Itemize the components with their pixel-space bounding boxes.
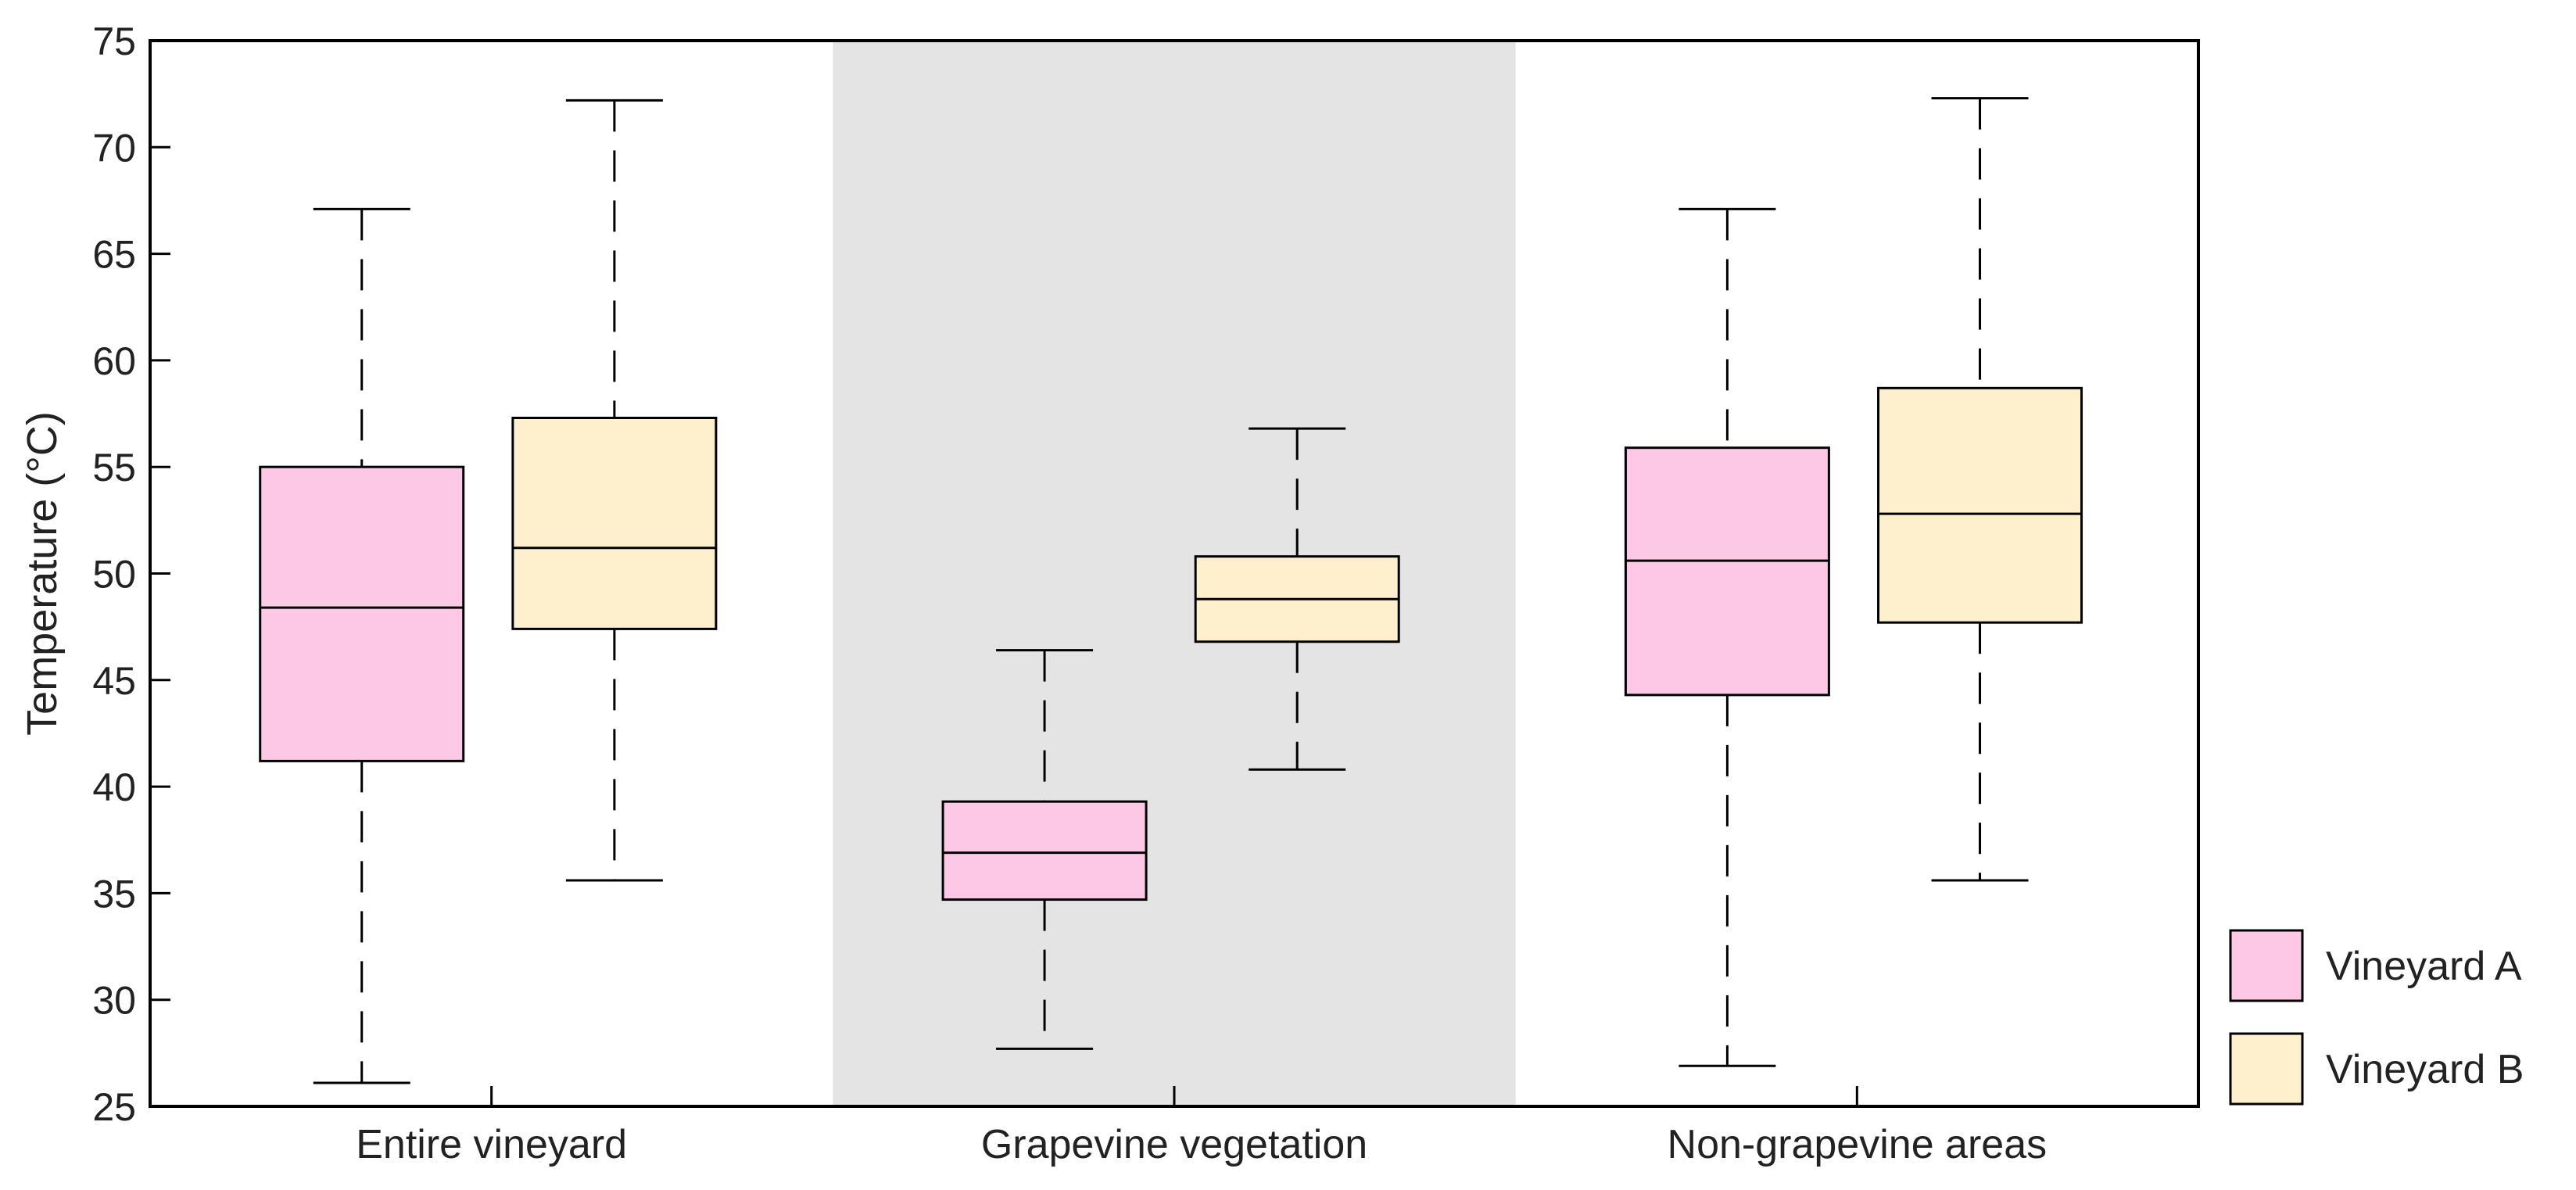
iqr-box [511, 417, 718, 630]
box-b [1877, 97, 2083, 882]
y-tick-label: 75 [92, 20, 136, 63]
iqr-box [259, 465, 465, 762]
box-a [941, 649, 1148, 1050]
boxes-layer [259, 97, 2083, 1084]
iqr-box [1624, 446, 1830, 697]
x-tick-label: Grapevine vegetation [981, 1122, 1367, 1167]
legend-swatch [2229, 1032, 2304, 1106]
box-b [1194, 427, 1400, 771]
legend-label: Vineyard A [2326, 944, 2522, 989]
highlight-band [833, 41, 1516, 1106]
box-a [1624, 207, 1830, 1067]
y-tick-label: 65 [92, 233, 136, 277]
y-tick-label: 40 [92, 765, 136, 809]
box-a [259, 207, 465, 1084]
x-tick-label: Entire vineyard [356, 1122, 627, 1167]
x-tick-label: Non-grapevine areas [1668, 1122, 2048, 1167]
y-tick-label: 30 [92, 979, 136, 1023]
y-tick-label: 70 [92, 126, 136, 170]
legend: Vineyard A Vineyard B [2229, 929, 2524, 1106]
legend-label: Vineyard B [2326, 1047, 2524, 1092]
iqr-box [1877, 386, 2083, 624]
y-tick-label: 55 [92, 446, 136, 489]
highlight-layer [833, 41, 1516, 1106]
legend-swatch [2229, 929, 2304, 1002]
y-tick-label: 50 [92, 553, 136, 597]
box-b [511, 99, 718, 882]
iqr-box [941, 800, 1148, 901]
y-tick-label: 35 [92, 872, 136, 916]
y-tick-label: 45 [92, 659, 136, 703]
y-tick-label: 25 [92, 1085, 136, 1129]
y-axis-label: Temperature (°C) [19, 411, 66, 736]
y-tick-label: 60 [92, 339, 136, 383]
